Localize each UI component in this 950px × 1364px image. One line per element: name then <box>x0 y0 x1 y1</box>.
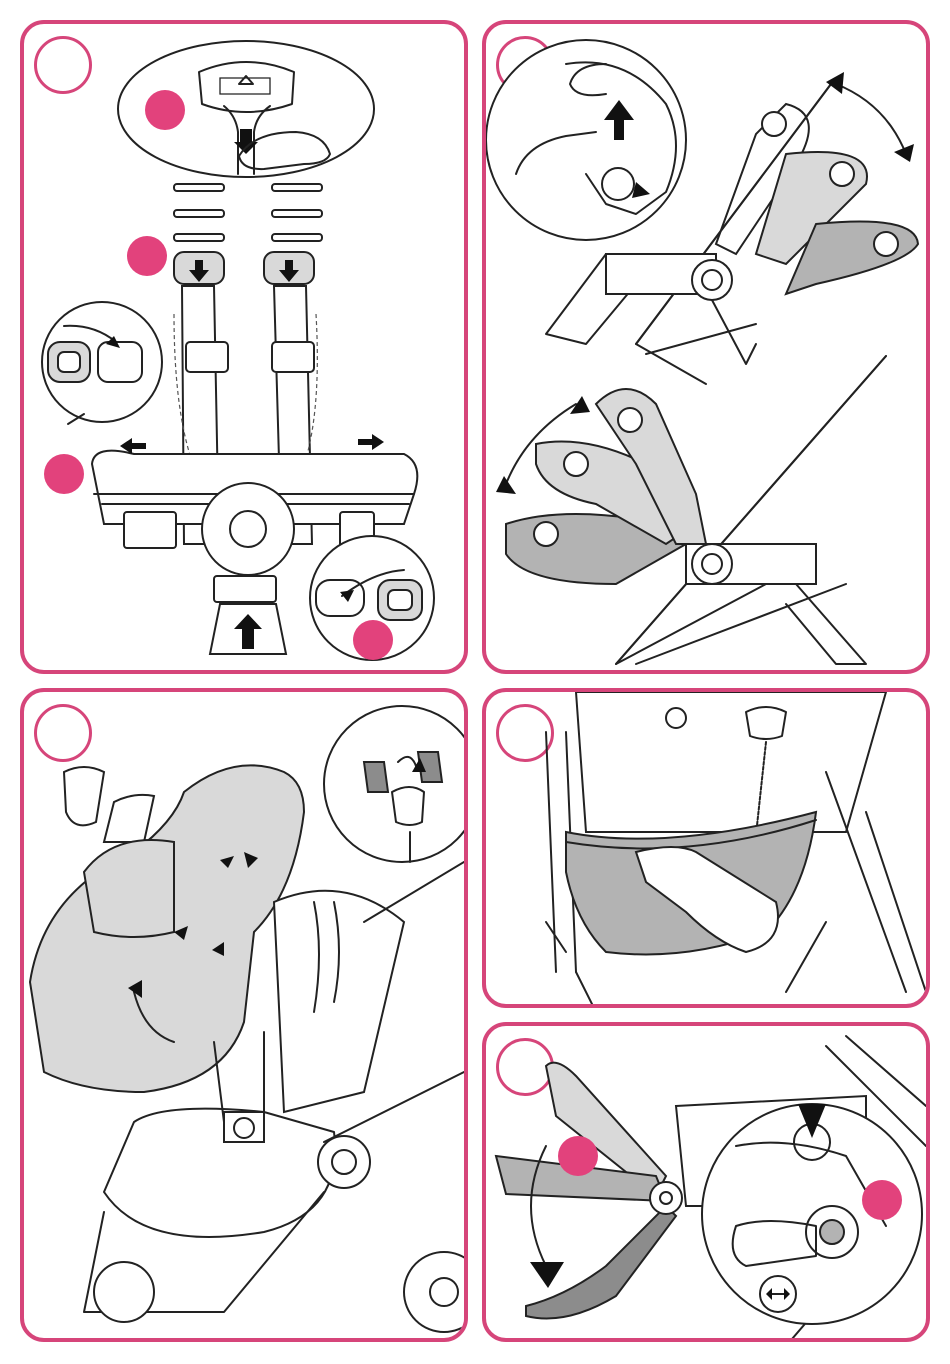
marker-dot <box>862 1180 902 1220</box>
marker-dot <box>145 90 185 130</box>
panel-backrest-recline <box>482 20 930 674</box>
leg-rest-illustration <box>486 1026 930 1342</box>
marker-dot <box>127 236 167 276</box>
marker-dot <box>44 454 84 494</box>
panel-harness <box>20 20 468 674</box>
backrest-illustration <box>486 24 930 674</box>
panel-seat-liner <box>20 688 468 1342</box>
marker-dot <box>353 620 393 660</box>
marker-dot <box>558 1136 598 1176</box>
basket-illustration <box>486 692 930 1008</box>
panel-leg-rest <box>482 1022 930 1342</box>
harness-illustration <box>24 24 468 674</box>
panel-basket-zip <box>482 688 930 1008</box>
seat-liner-illustration <box>24 692 468 1342</box>
